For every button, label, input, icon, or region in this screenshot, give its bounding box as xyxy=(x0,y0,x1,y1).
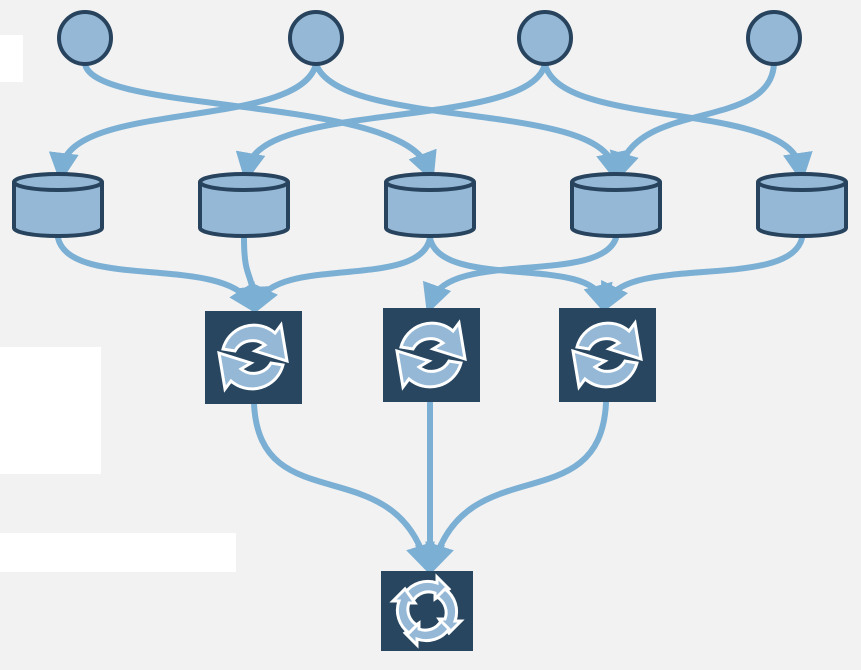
refresh-process-icon xyxy=(205,311,302,404)
blank-panel-top xyxy=(0,35,23,82)
edge-store1-process1 xyxy=(55,235,259,315)
edge-store5-process3 xyxy=(601,235,805,314)
edge-process1-sink xyxy=(251,401,435,575)
edge-source1-store3 xyxy=(82,61,437,182)
database-icon xyxy=(384,172,476,238)
database-icon xyxy=(756,172,848,238)
blank-panel-middle xyxy=(0,347,101,474)
refresh-process-icon xyxy=(559,308,656,402)
database-icon xyxy=(198,172,290,238)
edge-store3-process1 xyxy=(250,235,433,316)
blank-panel-bottom xyxy=(0,533,236,572)
source-node-2 xyxy=(288,10,344,66)
cycle-sink-icon xyxy=(381,571,473,651)
source-node-1 xyxy=(57,10,113,66)
database-icon xyxy=(12,172,104,238)
edge-source2-store1 xyxy=(48,61,319,183)
edge-source3-store2 xyxy=(235,61,548,183)
edge-source3-store5 xyxy=(542,61,813,183)
edge-store4-process2 xyxy=(423,235,619,315)
source-node-3 xyxy=(517,10,573,66)
edge-process3-sink xyxy=(425,400,609,575)
source-node-4 xyxy=(746,10,802,66)
database-icon xyxy=(570,172,662,238)
refresh-process-icon xyxy=(383,308,480,402)
edge-source4-store4 xyxy=(609,61,777,183)
edge-source2-store4 xyxy=(313,61,626,183)
